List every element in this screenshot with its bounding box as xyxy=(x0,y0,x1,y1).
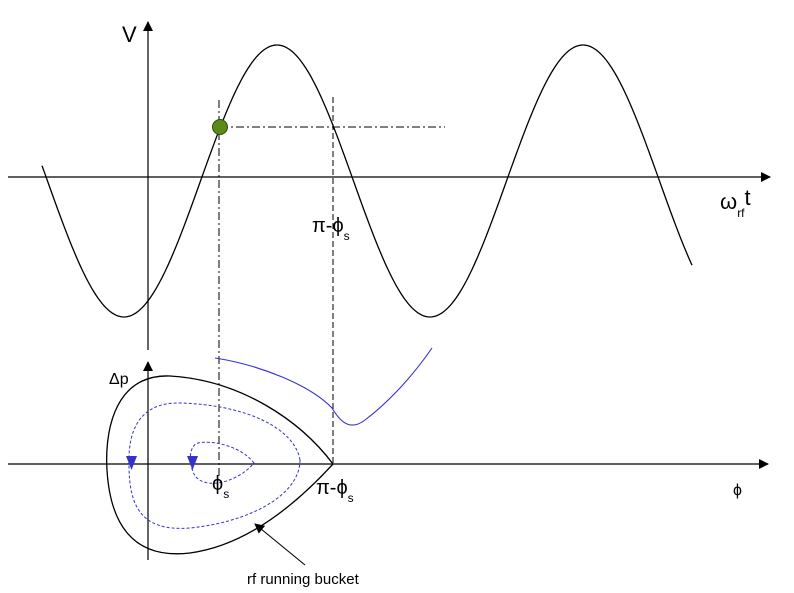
outer-trajectory xyxy=(128,402,301,529)
omega-rf-t-label: ωrft xyxy=(720,185,751,220)
pi-minus-phi-s-top-label: π-ϕs xyxy=(312,215,350,243)
pi-minus-phi-s-bottom-label: π-ϕs xyxy=(316,477,354,505)
v-axis-label: V xyxy=(122,22,137,47)
bucket-pointer-arrow xyxy=(254,523,306,566)
phi-s-label: ϕs xyxy=(212,473,229,501)
inner-trajectory-direction-icon xyxy=(187,456,198,470)
outer-trajectory-direction-icon xyxy=(126,456,137,470)
rf-bucket-separatrix xyxy=(106,375,334,555)
phi-axis-label: ϕ xyxy=(733,482,742,499)
bucket-label: rf running bucket xyxy=(247,571,360,588)
running-trajectory xyxy=(214,347,433,426)
dp-axis-label: Δp xyxy=(109,371,129,388)
voltage-sine-wave xyxy=(41,44,693,318)
synchronous-particle-marker xyxy=(212,119,228,135)
